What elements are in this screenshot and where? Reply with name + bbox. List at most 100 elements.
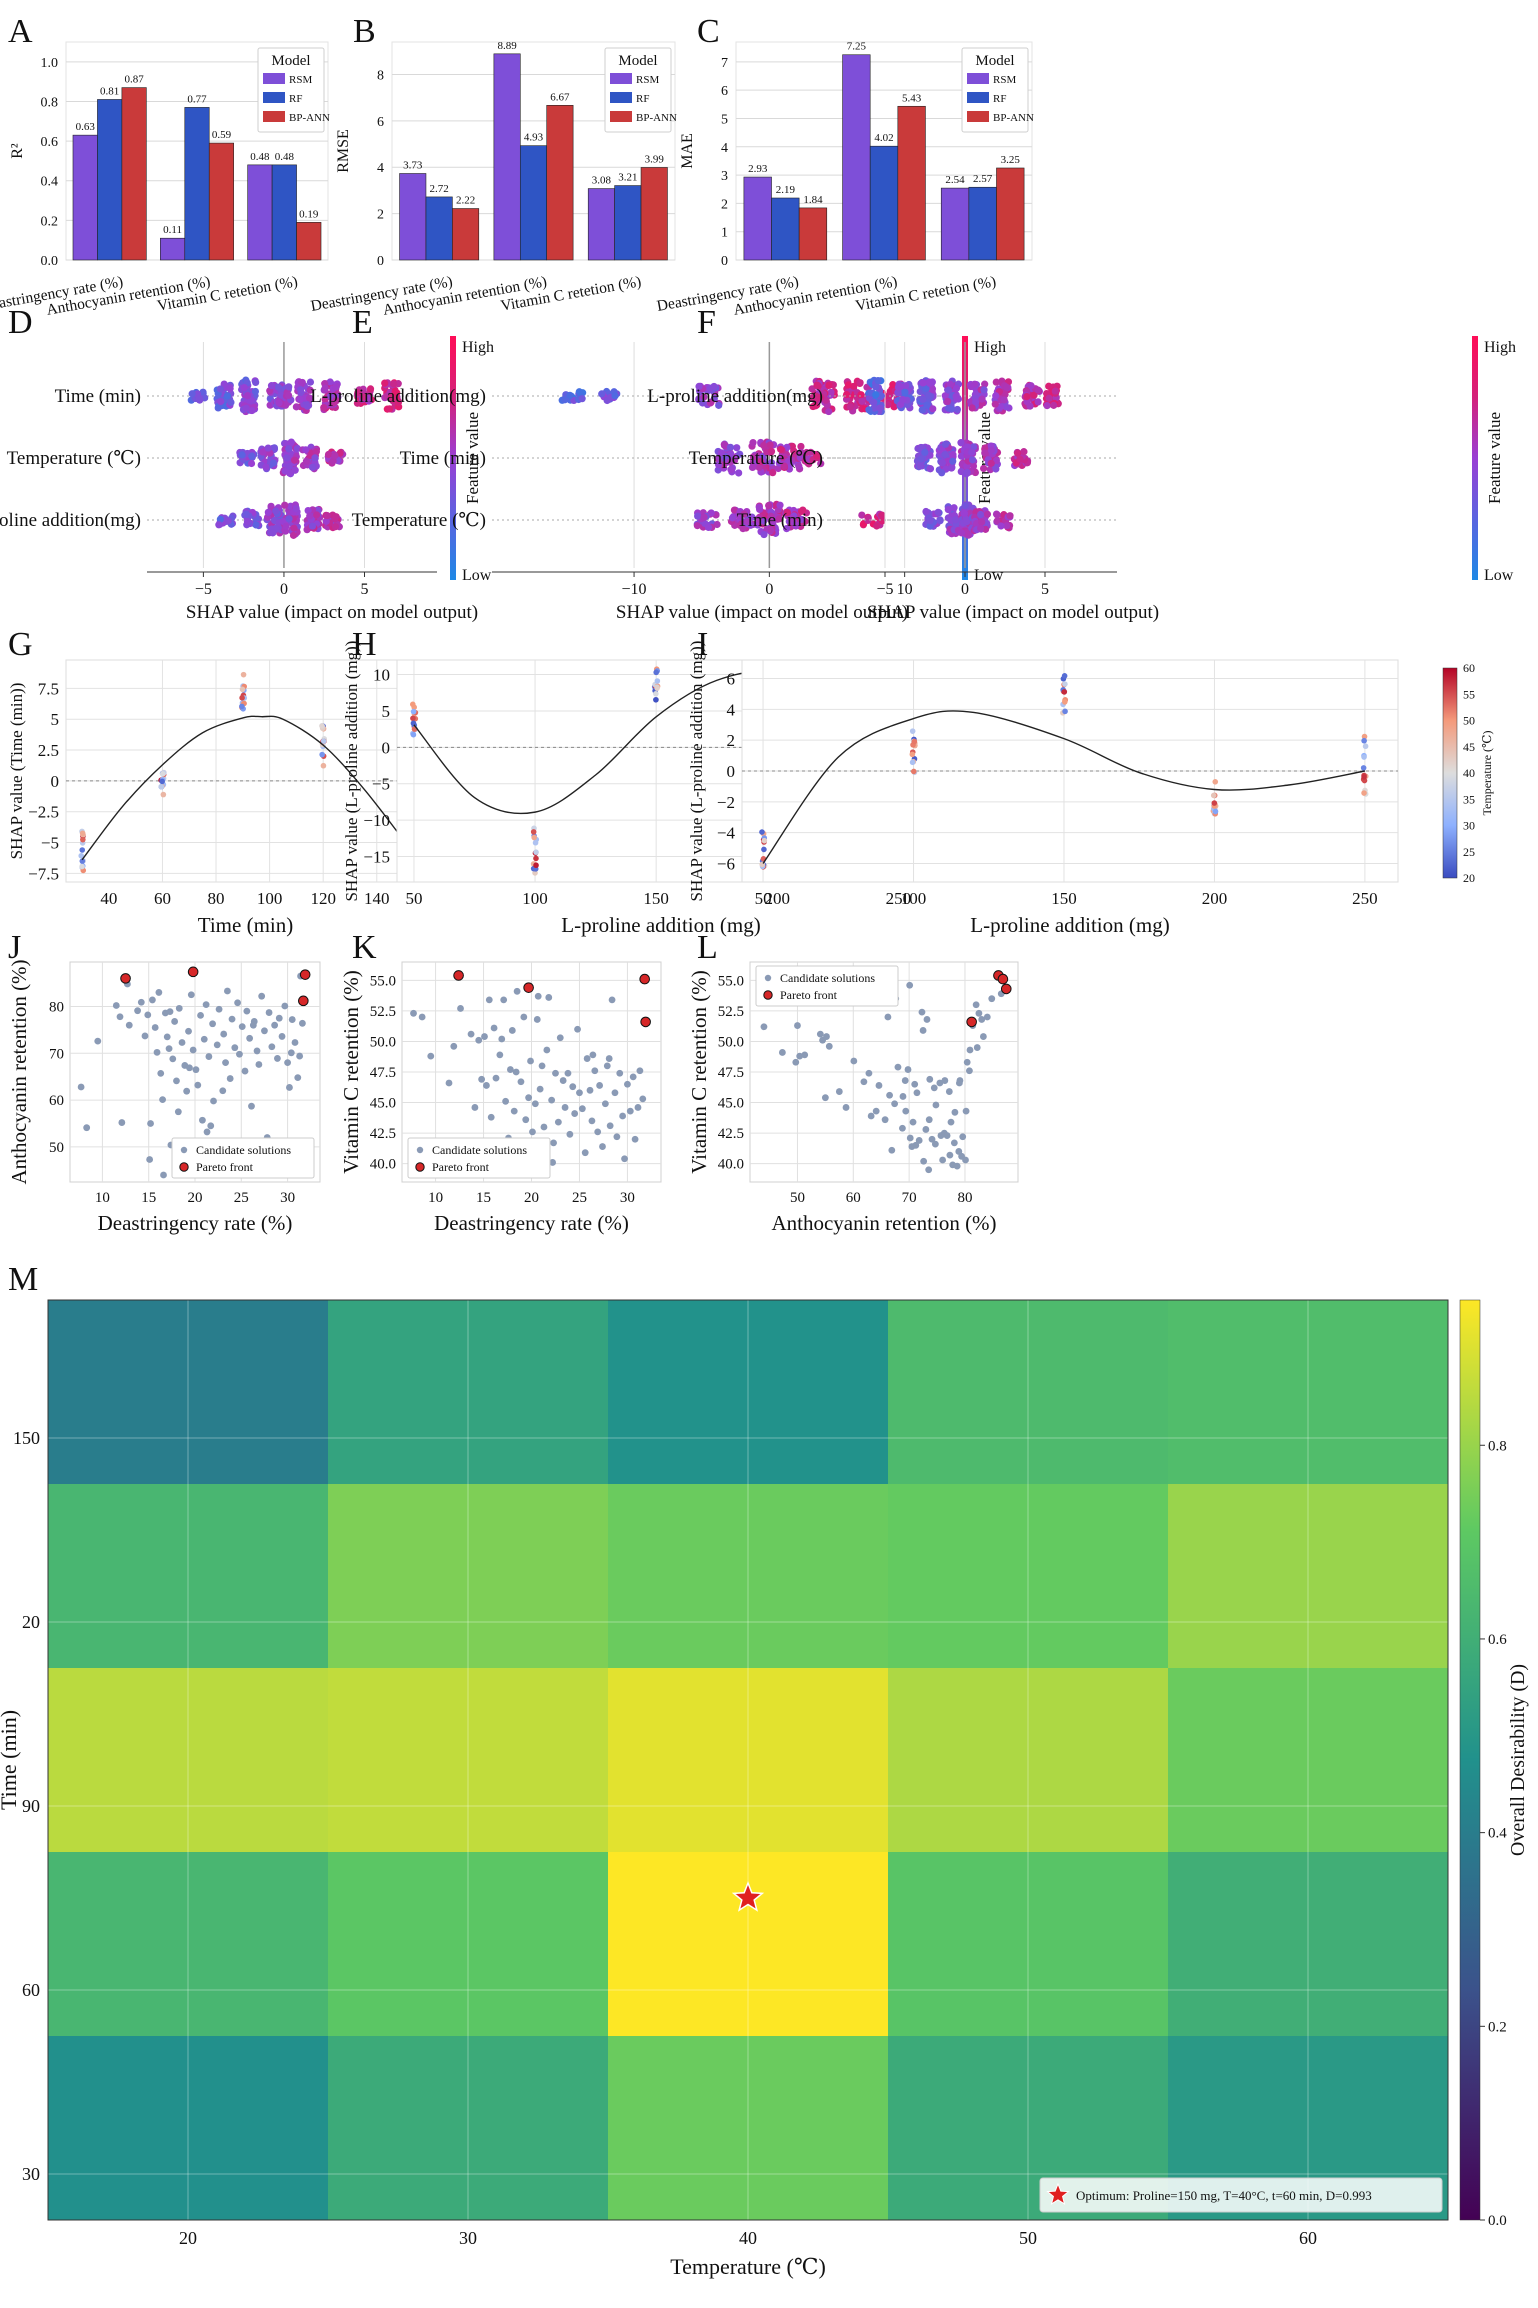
candidate-point — [192, 1066, 200, 1074]
x-tick-label: 10 — [897, 581, 913, 598]
x-tick-label: 80 — [208, 889, 225, 908]
candidate-point — [611, 1089, 619, 1097]
x-tick-label: 10 — [428, 1190, 443, 1206]
feature-label: Time (min) — [400, 448, 486, 469]
candidate-point — [850, 1057, 858, 1065]
bar-value-label: 0.81 — [100, 85, 119, 97]
candidate-point — [525, 1094, 533, 1102]
shap-point — [611, 392, 619, 400]
y-tick-label: 5 — [382, 702, 391, 721]
shap-point — [330, 399, 338, 407]
shap-point — [285, 383, 293, 391]
candidate-point — [794, 1022, 801, 1029]
candidate-point — [187, 991, 195, 999]
shap-point — [941, 440, 950, 448]
legend-label: Candidate solutions — [780, 971, 875, 985]
x-tick-label: 250 — [886, 889, 912, 908]
dependence-point — [410, 708, 417, 715]
shap-point — [864, 514, 872, 522]
x-tick-label: 5 — [1041, 581, 1049, 598]
shap-point — [976, 510, 985, 519]
candidate-point — [578, 1105, 586, 1113]
candidate-point — [246, 1034, 254, 1042]
candidate-point — [881, 1116, 889, 1124]
shap-point — [842, 390, 851, 399]
candidate-point — [151, 1024, 159, 1031]
candidate-point — [288, 1016, 296, 1023]
candidate-point — [931, 1140, 939, 1148]
shap-point — [856, 379, 864, 387]
dependence-point — [1361, 733, 1368, 740]
shap-point — [306, 386, 314, 394]
candidate-point — [226, 1075, 234, 1082]
shap-point — [217, 397, 225, 406]
bar-value-label: 4.02 — [874, 132, 893, 144]
candidate-point — [901, 1077, 909, 1084]
y-tick-label: 5 — [721, 112, 728, 127]
shap-point — [1050, 401, 1058, 409]
shap-point — [285, 469, 294, 477]
shap-point — [281, 501, 289, 509]
dependence-point — [158, 783, 165, 790]
x-tick-label: 50 — [1019, 2228, 1037, 2248]
candidate-point — [248, 1102, 255, 1110]
y-tick-label: 50.0 — [718, 1034, 744, 1050]
shap-point — [224, 517, 232, 525]
candidate-point — [621, 1155, 628, 1163]
shap-point — [695, 382, 703, 391]
bar-value-label: 6.67 — [550, 91, 570, 103]
candidate-point — [823, 1033, 830, 1040]
shap-point — [967, 382, 975, 391]
candidate-point — [626, 1107, 634, 1115]
candidate-point — [760, 1023, 768, 1031]
shap-point — [331, 523, 340, 531]
shap-point — [292, 403, 300, 411]
candidate-point — [872, 1107, 880, 1115]
shap-point — [1020, 448, 1028, 456]
shap-point — [953, 395, 961, 403]
shap-point — [598, 390, 606, 398]
shap-point — [767, 447, 776, 455]
candidate-point — [922, 1126, 930, 1133]
y-tick-label: 7.5 — [38, 679, 59, 698]
candidate-point — [457, 1005, 464, 1012]
candidate-point — [953, 1162, 961, 1170]
candidate-point — [299, 1019, 306, 1027]
candidate-point — [231, 1044, 239, 1052]
bar-value-label: 8.89 — [497, 40, 517, 52]
shap-point — [264, 444, 272, 452]
shap-point — [323, 511, 331, 520]
shap-point — [923, 401, 931, 409]
candidate-point — [918, 1008, 926, 1016]
candidate-point — [973, 1044, 981, 1051]
x-tick-label: 25 — [234, 1190, 249, 1206]
candidate-point — [629, 1073, 637, 1081]
heatmap-cell — [48, 1852, 329, 2037]
shap-point — [561, 396, 569, 404]
candidate-point — [281, 1002, 289, 1010]
dependence-point — [909, 751, 916, 758]
candidate-point — [253, 1047, 261, 1055]
shap-point — [977, 524, 985, 532]
dependence-point — [79, 847, 86, 853]
legend-label: RSM — [289, 74, 312, 86]
candidate-point — [594, 1128, 602, 1136]
shap-point — [1014, 449, 1022, 457]
bar — [519, 145, 548, 261]
shap-point — [717, 449, 725, 457]
heatmap-cell — [48, 1300, 329, 1485]
dependence-point — [160, 791, 167, 798]
dependence-point — [759, 829, 765, 835]
shap-point — [780, 462, 789, 470]
shap-point — [707, 509, 715, 517]
shap-point — [306, 512, 314, 520]
shap-point — [285, 445, 293, 453]
candidate-point — [559, 1077, 567, 1084]
shap-point — [366, 385, 375, 393]
shap-point — [736, 450, 744, 458]
shap-point — [992, 392, 1000, 400]
legend-box — [755, 965, 899, 1007]
pareto-point — [997, 973, 1009, 985]
